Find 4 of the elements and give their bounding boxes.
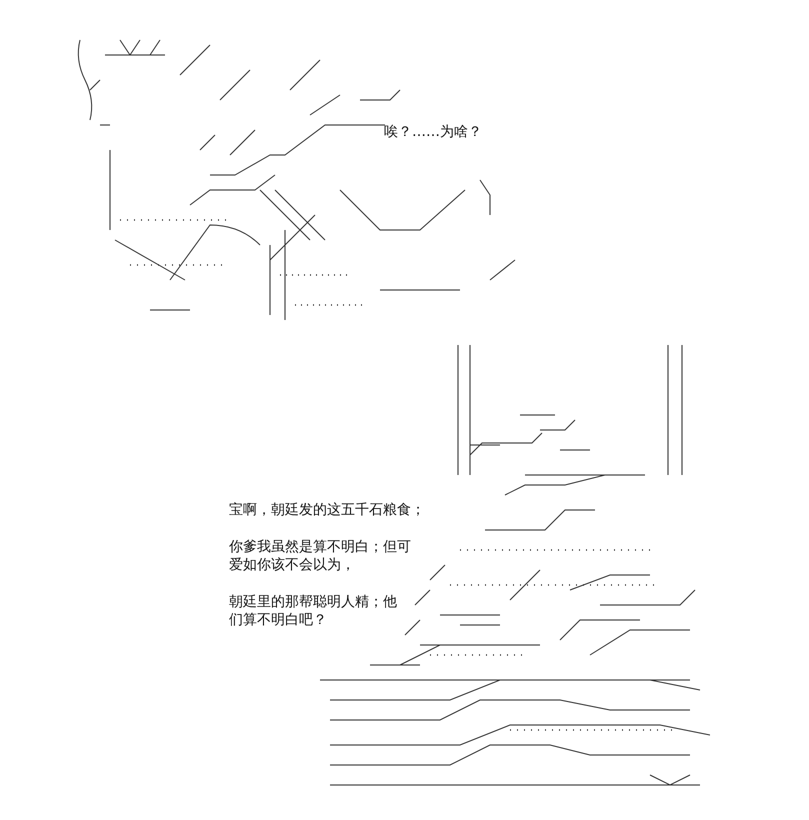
dialogue-text: 你爹我虽然是算不明白；但可爱如你该不会以为，: [229, 538, 412, 574]
dialogue-text: 宝啊，朝廷发的这五千石粮食；: [229, 501, 426, 519]
dialogue-text: 唉？……为啥？: [384, 123, 483, 141]
dialogue-text: 朝廷里的那帮聪明人精；他们算不明白吧？: [229, 593, 398, 629]
